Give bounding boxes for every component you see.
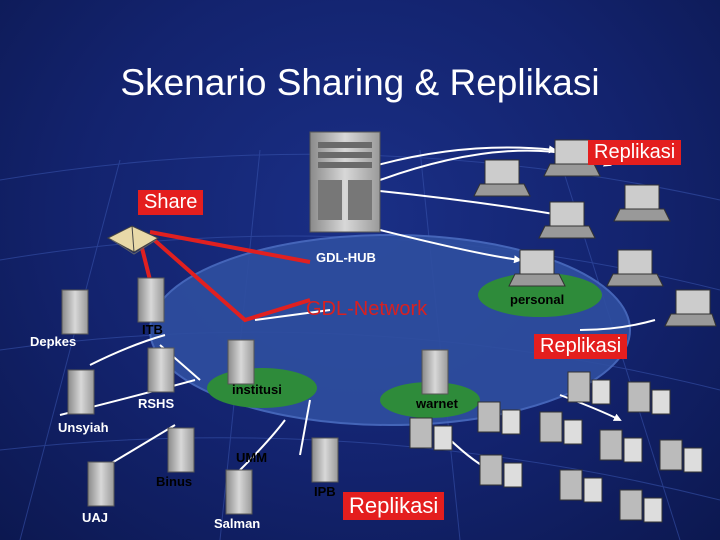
personal-pad <box>478 273 602 317</box>
desktop-computer-icon <box>559 469 603 503</box>
institution-servers <box>61 277 449 515</box>
depkes-label: Depkes <box>30 334 77 349</box>
replikasi-top-label: Replikasi <box>588 140 682 165</box>
desktop-computer-icon <box>627 381 671 415</box>
itb-label: ITB <box>142 322 163 337</box>
laptop-icon <box>538 201 596 239</box>
server-icon <box>311 437 339 483</box>
desktop-computer-icon <box>477 401 521 435</box>
laptop-icon <box>473 159 531 197</box>
warnet-pad <box>380 382 480 418</box>
desktop-computer-icon <box>659 439 703 473</box>
replikasi-bottom-label: Replikasi <box>343 492 445 520</box>
laptop-icon <box>606 249 664 287</box>
book-icon <box>106 225 160 255</box>
gdl-hub-label: GDL-HUB <box>316 250 376 265</box>
desktop-computer-icon <box>619 489 663 523</box>
warnet-label: warnet <box>416 396 458 411</box>
desktop-computer-icon <box>539 411 583 445</box>
umm-label: UMM <box>236 450 268 465</box>
institusi-label: institusi <box>232 382 282 397</box>
server-icon <box>67 369 95 415</box>
unsyiah-label: Unsyiah <box>58 420 109 435</box>
server-icon <box>225 469 253 515</box>
gdl-hub-server-icon[interactable] <box>309 131 381 233</box>
gdl-network-label: GDL-Network <box>306 298 428 320</box>
binus-label: Binus <box>156 474 193 489</box>
ipb-label: IPB <box>314 484 336 499</box>
desktop-computer-icon <box>567 371 611 405</box>
desktop-computer-icon <box>599 429 643 463</box>
rshs-label: RSHS <box>138 396 175 411</box>
laptop-icon <box>543 139 601 177</box>
server-icon <box>147 347 175 393</box>
salman-label: Salman <box>214 516 261 531</box>
laptop-icon <box>613 184 671 222</box>
laptop-icon <box>508 249 566 287</box>
share-label: Share <box>138 190 204 215</box>
server-icon <box>167 427 195 473</box>
slide-title: Skenario Sharing & Replikasi <box>120 62 600 103</box>
laptops <box>473 139 717 327</box>
desktops <box>409 371 703 523</box>
server-icon <box>137 277 165 323</box>
uaj-label: UAJ <box>82 510 109 525</box>
server-icon <box>87 461 115 507</box>
desktop-computer-icon <box>479 454 523 488</box>
server-icon <box>421 349 449 395</box>
desktop-computer-icon <box>409 417 453 451</box>
replikasi-right-label: Replikasi <box>534 334 628 359</box>
laptop-icon <box>664 289 717 327</box>
personal-label: personal <box>510 292 565 307</box>
server-icon <box>61 289 89 335</box>
server-icon <box>227 339 255 385</box>
